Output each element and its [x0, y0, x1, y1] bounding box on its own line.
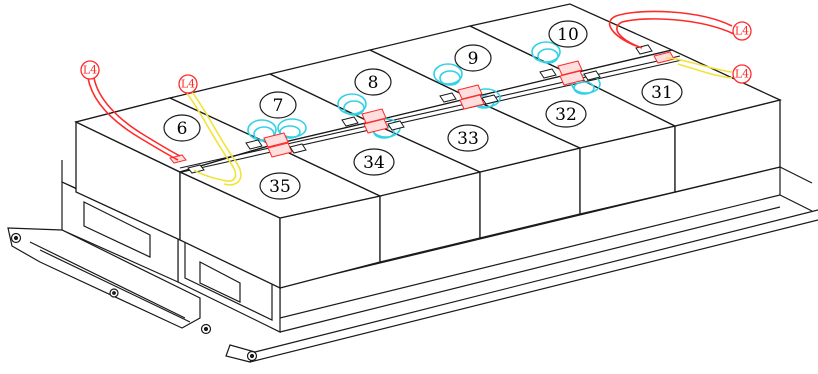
battery-label-33: 33 — [447, 124, 489, 152]
svg-text:L4: L4 — [735, 68, 749, 81]
tray-screws — [10, 232, 258, 362]
left-red-cable — [87, 77, 181, 161]
terminal-31 — [635, 44, 675, 64]
screw-left-plate — [109, 288, 119, 298]
l4-cables — [87, 10, 735, 186]
svg-text:35: 35 — [269, 177, 291, 197]
callout-right-yellow: L4 — [732, 64, 752, 84]
l4-callouts: L4 L4 L4 L4 — [80, 21, 752, 94]
battery-label-34: 34 — [353, 148, 395, 176]
battery-label-7: 7 — [259, 91, 297, 119]
svg-text:6: 6 — [177, 119, 188, 139]
svg-text:32: 32 — [555, 105, 577, 125]
battery-label-8: 8 — [354, 68, 392, 96]
right-red-cable — [609, 10, 735, 49]
svg-text:31: 31 — [651, 83, 673, 103]
svg-text:10: 10 — [557, 25, 579, 45]
screw-bracket — [200, 323, 212, 335]
battery-label-35: 35 — [259, 172, 301, 200]
svg-text:7: 7 — [273, 96, 284, 116]
battery-label-10: 10 — [548, 20, 588, 48]
callout-right-red: L4 — [732, 21, 752, 41]
battery-terminals — [169, 44, 675, 174]
terminal-group-9-33 — [439, 84, 499, 110]
cyan-loop-7-35 — [247, 118, 307, 142]
svg-text:L4: L4 — [83, 64, 97, 77]
terminal-group-7-35 — [245, 132, 307, 158]
battery-label-31: 31 — [641, 78, 683, 106]
svg-text:L4: L4 — [735, 25, 749, 38]
svg-text:33: 33 — [457, 129, 479, 149]
terminal-group-10-32 — [539, 60, 601, 86]
callout-left-red: L4 — [80, 60, 100, 80]
right-yellow-cable — [665, 57, 733, 79]
battery-front-faces — [75, 99, 781, 290]
callout-left-yellow: L4 — [178, 74, 198, 94]
svg-text:34: 34 — [363, 153, 385, 173]
battery-label-6: 6 — [163, 114, 201, 142]
battery-label-9: 9 — [454, 44, 492, 72]
battery-number-labels: 6 7 8 9 10 35 34 33 — [163, 20, 683, 200]
terminal-group-8-34 — [341, 108, 405, 134]
battery-label-32: 32 — [545, 100, 587, 128]
left-yellow-cable — [185, 91, 242, 186]
screw-left-front — [10, 232, 22, 244]
svg-text:L4: L4 — [181, 78, 195, 91]
svg-text:9: 9 — [468, 49, 479, 69]
screw-rail — [246, 350, 258, 362]
svg-text:8: 8 — [368, 73, 379, 93]
